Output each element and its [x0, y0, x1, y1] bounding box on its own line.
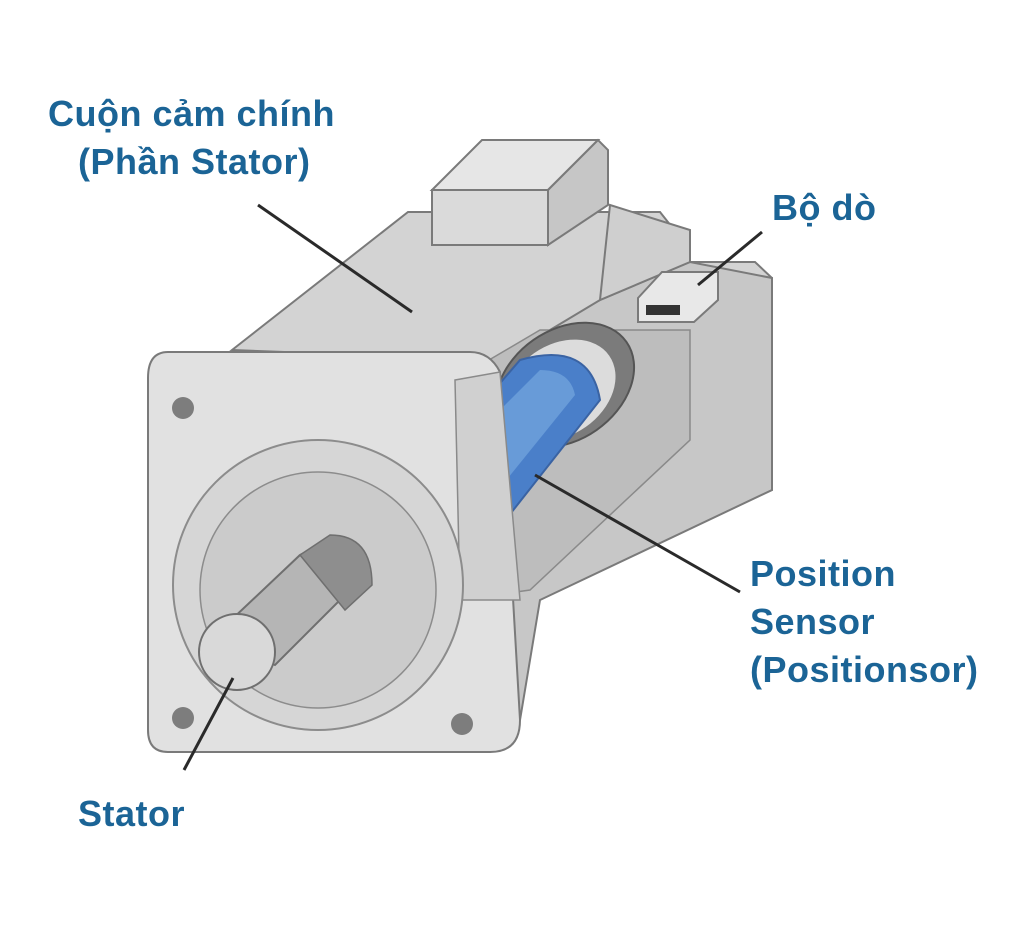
leader-line-stator [182, 677, 235, 771]
label-position-sensor: Position Sensor (Positionsor) [750, 550, 979, 694]
leader-line-main-winding [257, 203, 413, 314]
label-main-winding: Cuộn cảm chính (Phần Stator) [48, 90, 335, 186]
leader-line-position-sensor [534, 473, 741, 594]
output-shaft-end [198, 613, 276, 691]
output-shaft-collar [298, 534, 373, 612]
connector-box-side [547, 138, 609, 247]
label-position-sensor-line2: Sensor [750, 601, 876, 642]
bolt-hole [451, 713, 473, 735]
bolt-hole [172, 707, 194, 729]
label-position-sensor-line1: Position [750, 553, 896, 594]
label-main-winding-line2: (Phần Stator) [78, 141, 311, 182]
bolt-hole [172, 397, 194, 419]
connector-box-front [431, 189, 549, 246]
label-position-sensor-line3: (Positionsor) [750, 649, 979, 690]
label-stator: Stator [78, 793, 186, 834]
label-detector: Bộ dò [772, 187, 877, 228]
flange-cutaway-notch [454, 371, 521, 601]
leader-line-detector [697, 230, 763, 287]
label-main-winding-line1: Cuộn cảm chính [48, 93, 336, 134]
detector-slot [646, 305, 680, 315]
